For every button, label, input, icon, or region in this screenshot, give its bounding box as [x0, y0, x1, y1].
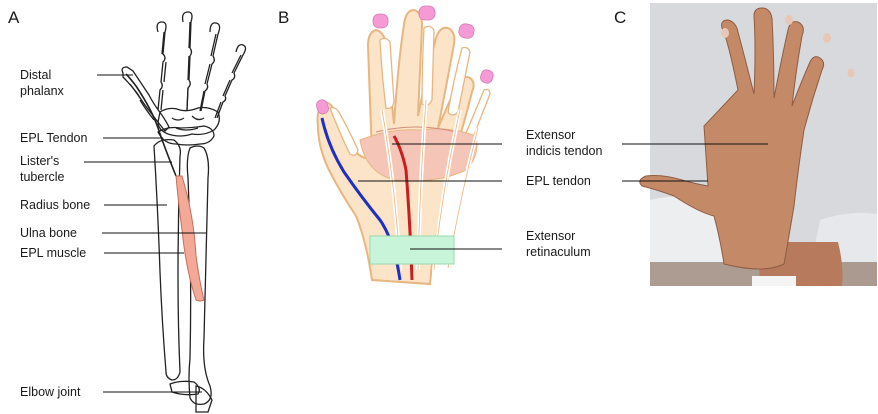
label-distal-phalanx-line-1: Distal — [20, 67, 64, 83]
label-distal-phalanx: Distal phalanx — [20, 67, 64, 99]
label-radius-bone: Radius bone — [20, 197, 90, 213]
finger-bones — [157, 12, 245, 118]
label-extensor-retinaculum-line-2: retinaculum — [526, 244, 591, 260]
label-epl-tendon-b: EPL tendon — [526, 173, 591, 189]
label-epl-muscle: EPL muscle — [20, 245, 86, 261]
label-extensor-indicis-line-1: Extensor — [526, 127, 602, 143]
label-distal-phalanx-line-2: phalanx — [20, 83, 64, 99]
panel-a-letter: A — [8, 8, 19, 28]
label-ulna-bone: Ulna bone — [20, 225, 77, 241]
label-extensor-retinaculum: Extensor retinaculum — [526, 228, 591, 260]
label-extensor-indicis-tendon: Extensor indicis tendon — [526, 127, 602, 159]
label-epl-tendon-a: EPL Tendon — [20, 130, 87, 146]
label-extensor-indicis-line-2: indicis tendon — [526, 143, 602, 159]
label-extensor-retinaculum-line-1: Extensor — [526, 228, 591, 244]
panel-c-letter: C — [614, 8, 626, 28]
label-listers-tubercle: Lister's tubercle — [20, 153, 64, 185]
label-listers-tubercle-line-1: Lister's — [20, 153, 64, 169]
hand-dorsal-drawing — [315, 6, 494, 284]
label-listers-tubercle-line-2: tubercle — [20, 169, 64, 185]
panel-b-letter: B — [278, 8, 289, 28]
extensor-retinaculum — [370, 236, 454, 264]
label-elbow-joint: Elbow joint — [20, 384, 80, 400]
panel-a-leader-lines — [84, 75, 206, 392]
